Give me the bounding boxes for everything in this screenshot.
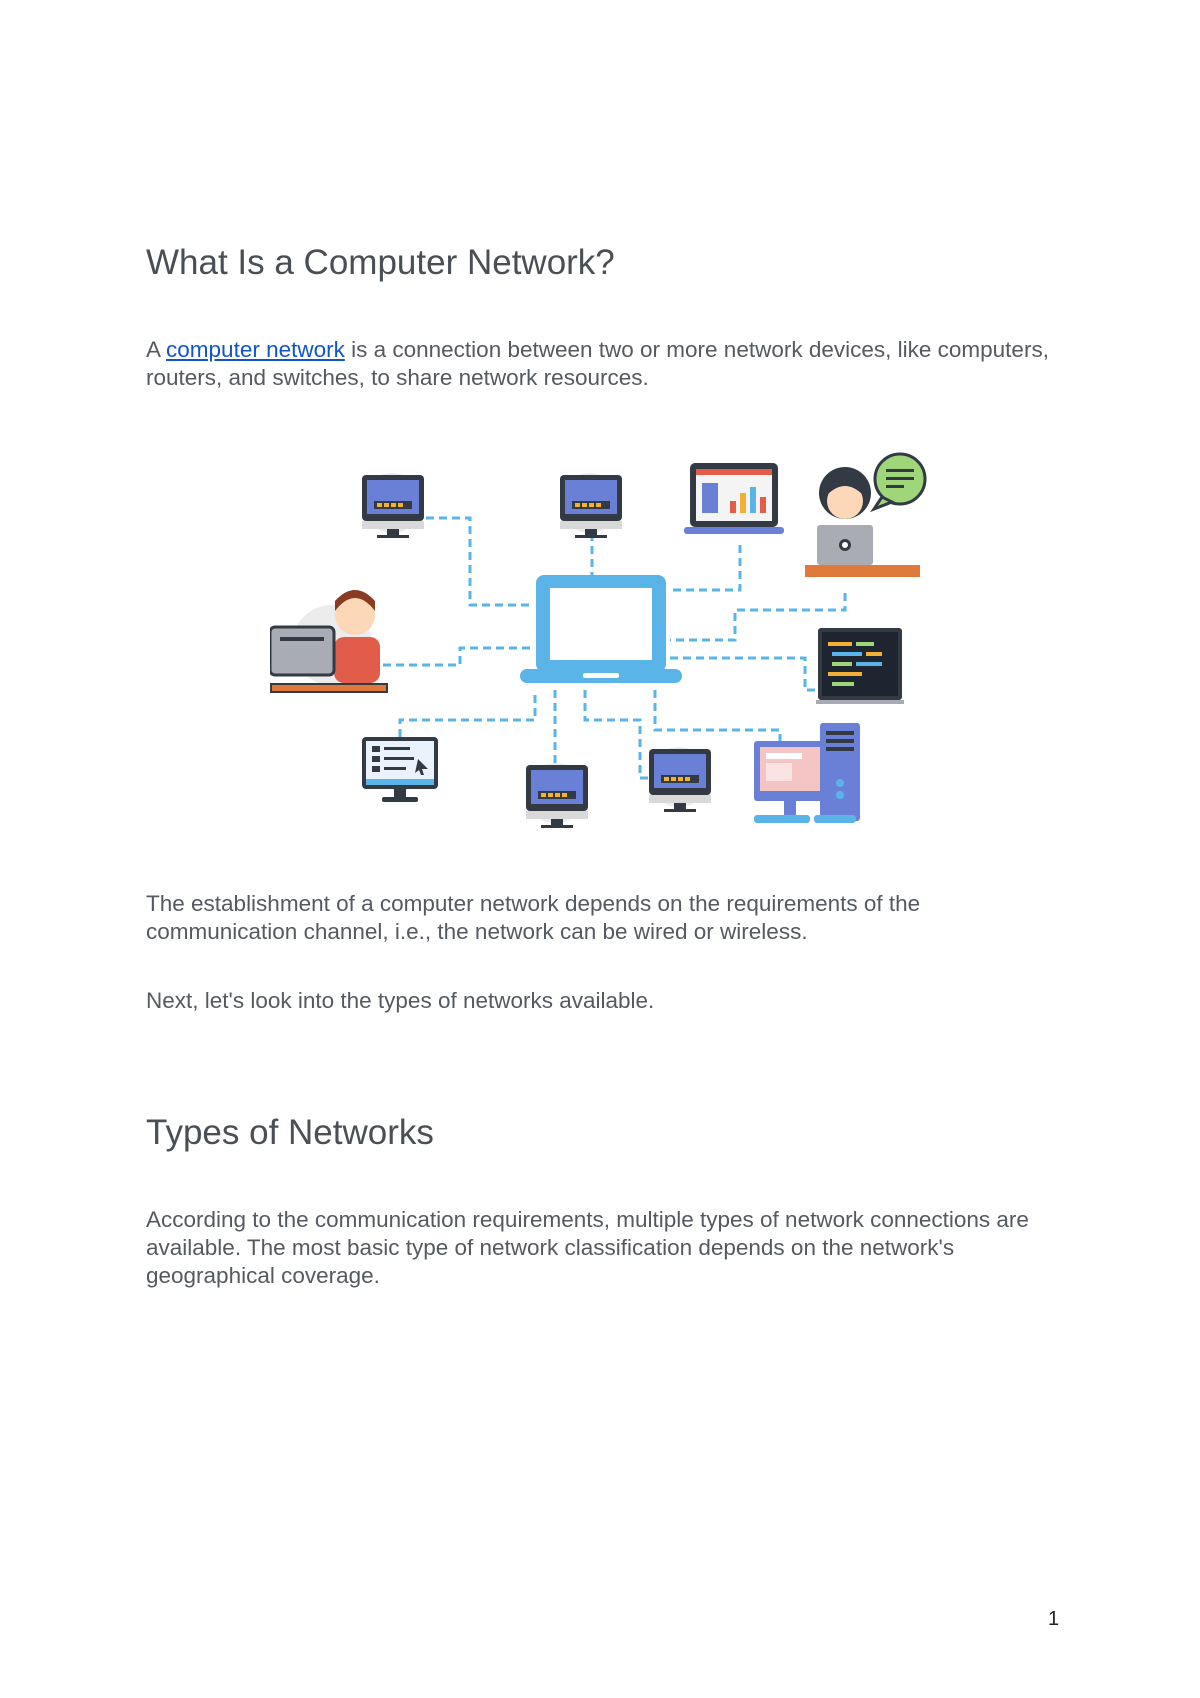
list-monitor-icon	[362, 737, 438, 802]
monitor-icon	[526, 763, 588, 828]
chat-bubble-icon	[870, 452, 927, 513]
establishment-paragraph: The establishment of a computer network …	[146, 891, 921, 944]
man-computer-icon	[270, 590, 388, 693]
next-paragraph: Next, let's look into the types of netwo…	[146, 988, 655, 1013]
heading-types-of-networks: Types of Networks	[146, 1113, 434, 1152]
monitor-icon	[560, 473, 622, 538]
monitor-icon	[649, 747, 711, 812]
laptop-chart-icon	[684, 463, 784, 534]
code-monitor-icon	[816, 628, 904, 704]
computer-network-link[interactable]: computer network	[166, 337, 345, 362]
woman-laptop-icon	[805, 467, 920, 577]
desktop-tower-icon	[754, 723, 860, 823]
intro-prefix: A	[146, 337, 167, 362]
network-diagram	[270, 452, 927, 828]
monitor-icon	[362, 473, 424, 538]
hub-laptop-icon	[520, 575, 682, 683]
types-paragraph: According to the communication requireme…	[146, 1207, 1029, 1288]
intro-paragraph: A computer network is a connection betwe…	[146, 336, 1076, 392]
connection-lines	[370, 516, 847, 785]
heading-what-is-network: What Is a Computer Network?	[146, 243, 615, 282]
page-number: 1	[1048, 1608, 1060, 1630]
intro-rest: is a connection between two or more netw…	[146, 337, 1049, 390]
